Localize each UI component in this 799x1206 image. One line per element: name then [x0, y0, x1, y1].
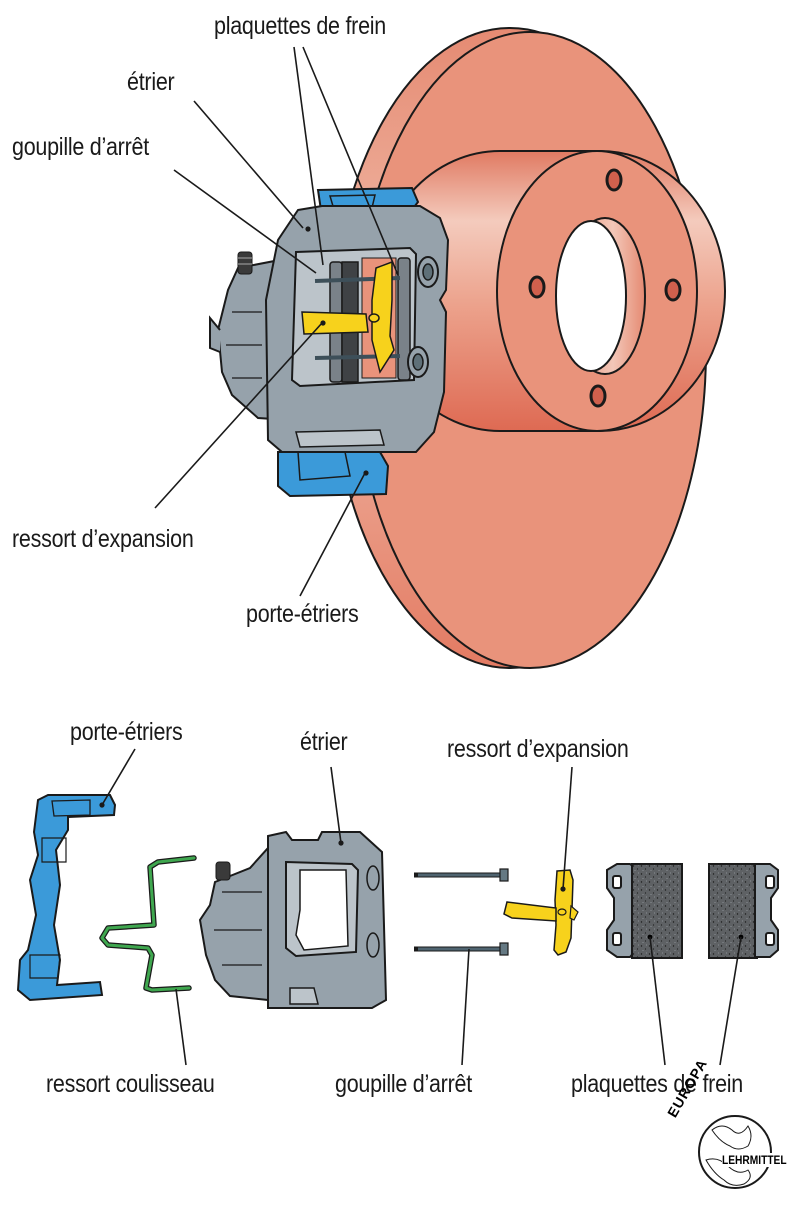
label-expansion-spring-assembled: ressort d’expansion — [12, 525, 194, 553]
label-caliper-carrier-assembled: porte-étriers — [246, 600, 359, 628]
leader-brake-pad-1 — [649, 936, 666, 1066]
logo-side-text: LEHRMITTEL — [722, 1153, 787, 1167]
leader-caliper-carrier — [299, 472, 366, 597]
leader-brake-pad-2 — [302, 46, 399, 276]
label-sliding-spring-exploded: ressort coulisseau — [46, 1070, 215, 1098]
label-caliper-assembled: étrier — [127, 68, 175, 96]
exploded-sliding-spring — [99, 855, 197, 993]
label-brake-pads-assembled: plaquettes de frein — [214, 12, 387, 40]
leader-brake-pad-2 — [719, 936, 742, 1066]
exploded-expansion-spring — [503, 869, 579, 956]
exploded-leader-lines — [101, 748, 742, 1066]
label-caliper-carrier-exploded: porte-étriers — [70, 718, 183, 746]
leader-expansion-spring — [562, 766, 573, 890]
label-retaining-pin-exploded: goupille d’arrêt — [335, 1070, 472, 1098]
leader-retaining-pin — [173, 169, 317, 274]
publisher-logo — [698, 1115, 772, 1189]
leader-brake-pad-1 — [293, 46, 324, 266]
leader-caliper — [193, 100, 304, 229]
leader-caliper-carrier — [101, 748, 136, 806]
leader-sliding-spring — [175, 988, 187, 1066]
label-expansion-spring-exploded: ressort d’expansion — [447, 735, 629, 763]
leader-caliper — [330, 766, 342, 844]
exploded-caliper — [198, 830, 388, 1009]
exploded-retaining-pins — [414, 868, 509, 956]
label-retaining-pin-assembled: goupille d’arrêt — [12, 133, 149, 161]
exploded-brake-pad-2 — [708, 863, 779, 959]
brake-disc — [329, 27, 726, 669]
label-brake-pads-exploded: plaquettes de frein — [571, 1070, 744, 1098]
exploded-brake-pad-1 — [606, 863, 683, 959]
label-caliper-exploded: étrier — [300, 728, 348, 756]
leader-expansion-spring — [154, 322, 323, 509]
exploded-caliper-carrier — [16, 794, 117, 1002]
assembled-caliper — [209, 205, 450, 453]
leader-retaining-pin — [461, 948, 470, 1066]
assembled-leader-lines — [154, 46, 399, 597]
